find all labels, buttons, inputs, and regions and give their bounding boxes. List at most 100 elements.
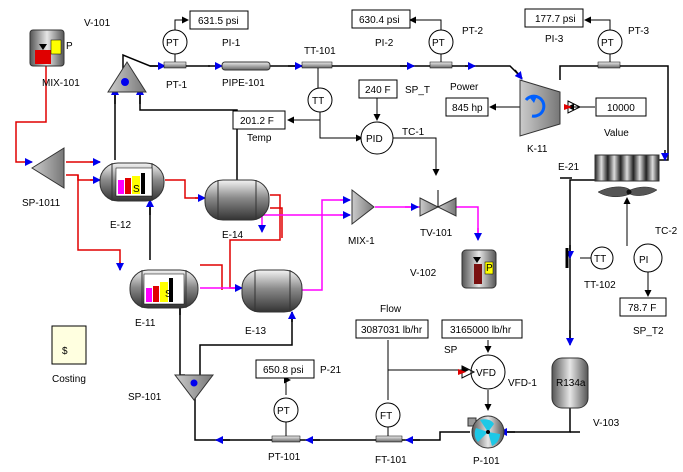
stream-v101-out <box>15 66 47 163</box>
pt2-tag: PT <box>432 38 445 49</box>
stream-p101-to-sp101 <box>194 395 470 441</box>
e12-s-tag: S <box>133 184 140 195</box>
pi3-value: 177.7 psi <box>535 14 576 25</box>
value-label: Value <box>604 128 629 139</box>
tt102-tag: TT <box>594 254 606 265</box>
sp-t2-readout[interactable]: 78.7 F <box>619 297 667 317</box>
vfd1-tag: VFD <box>476 368 496 379</box>
pi1-value: 631.5 psi <box>198 16 239 27</box>
tt101-transmitter[interactable]: TT <box>301 61 333 113</box>
stream-sp101-to-e13 <box>199 312 293 375</box>
tc1-label: TC-1 <box>402 127 425 138</box>
tc2-pi-controller[interactable]: PI <box>633 243 663 273</box>
p21-readout: 650.8 psi <box>255 359 315 379</box>
e11-s-tag: S <box>165 289 172 300</box>
pi1-readout: 631.5 psi <box>189 10 249 30</box>
v101-p-tag: P <box>66 41 73 52</box>
stream-e14-to-mix1 <box>261 214 350 230</box>
e14-exchanger[interactable] <box>204 179 270 221</box>
sp-label: SP <box>444 345 458 356</box>
stream-e13-to-mix1 <box>300 199 350 291</box>
value-input[interactable]: 10000 <box>595 97 647 117</box>
p101-label: P-101 <box>473 456 500 467</box>
sp1011-label: SP-1011 <box>22 198 61 209</box>
sp-t-readout[interactable]: 240 F <box>358 79 398 99</box>
pt2-label: PT-2 <box>462 26 484 37</box>
e14-label: E-14 <box>222 230 244 241</box>
v103-label: V-103 <box>593 418 620 429</box>
e21-air-cooler[interactable] <box>594 154 660 197</box>
tt102-transmitter[interactable]: TT <box>565 246 614 270</box>
pt1-label: PT-1 <box>166 80 188 91</box>
v103-receiver[interactable]: R134a <box>551 357 589 409</box>
v102-label: V-102 <box>410 268 437 279</box>
ft101-label: FT-101 <box>375 455 407 466</box>
tt102-label: TT-102 <box>584 280 616 291</box>
e13-exchanger[interactable] <box>241 269 303 313</box>
pi2-label: PI-2 <box>375 38 394 49</box>
v102-p-tag: P <box>486 263 493 274</box>
mix1-label: MIX-1 <box>348 236 375 247</box>
pi1-label: PI-1 <box>222 38 241 49</box>
e11-label: E-11 <box>135 318 156 329</box>
v103-tag: R134a <box>556 378 586 389</box>
sp1011-splitter[interactable] <box>31 147 65 189</box>
pt3-label: PT-3 <box>628 26 650 37</box>
stream-e11-red <box>200 264 223 290</box>
pt101-label: PT-101 <box>268 452 301 463</box>
pi3-label: PI-3 <box>545 34 564 45</box>
tc1-pid-controller[interactable]: PID <box>360 121 394 155</box>
ft101-tag: FT <box>380 411 392 422</box>
flow-label: Flow <box>380 304 402 315</box>
stream-e14-right <box>270 207 283 238</box>
p21-label: P-21 <box>320 365 342 376</box>
sp101-splitter[interactable] <box>173 374 215 401</box>
v101-tank[interactable]: P <box>29 29 73 67</box>
p101-pump[interactable] <box>467 415 505 449</box>
power-value: 845 hp <box>452 103 483 114</box>
temp-label: Temp <box>247 133 272 144</box>
pt1-transmitter[interactable]: PT <box>162 29 188 69</box>
temp-readout: 201.2 F <box>232 110 286 130</box>
pt2-transmitter[interactable]: PT <box>428 29 454 69</box>
flow-value: 3087031 lb/hr <box>361 325 423 336</box>
sp-flow-readout[interactable]: 3165000 lb/hr <box>441 319 523 339</box>
pipe101-segment[interactable] <box>221 61 271 71</box>
sp-t-label: SP_T <box>405 85 430 96</box>
pi2-value: 630.4 psi <box>359 15 400 26</box>
mix101-label: MIX-101 <box>42 78 80 89</box>
sp101-label: SP-101 <box>128 392 162 403</box>
p21-value: 650.8 psi <box>263 365 304 376</box>
e13-label: E-13 <box>245 326 267 337</box>
power-label: Power <box>450 82 479 93</box>
tt101-tag: TT <box>312 96 324 107</box>
k11-compressor[interactable] <box>519 79 561 137</box>
v102-tank[interactable]: P <box>461 249 497 289</box>
mix101-mixer[interactable] <box>107 61 147 93</box>
tv101-label: TV-101 <box>420 228 453 239</box>
costing-button[interactable]: $ <box>51 325 87 365</box>
costing-label: Costing <box>52 374 86 385</box>
ft101-transmitter[interactable]: FT <box>375 402 403 443</box>
vfd1-drive[interactable]: VFD <box>470 354 506 390</box>
e21-label: E-21 <box>558 162 580 173</box>
pt101-transmitter[interactable]: PT <box>271 397 301 443</box>
tc1-tag: PID <box>366 134 383 145</box>
stream-tv101-to-v102 <box>455 206 479 238</box>
tv101-valve[interactable] <box>419 190 457 217</box>
power-readout: 845 hp <box>445 97 489 117</box>
temp-value: 201.2 F <box>240 116 274 127</box>
pt1-tag: PT <box>166 38 179 49</box>
e11-exchanger[interactable]: S <box>129 269 199 309</box>
mix1-mixer[interactable] <box>351 188 375 226</box>
e12-exchanger[interactable]: S <box>99 162 165 202</box>
value-value: 10000 <box>607 103 635 114</box>
dollar-icon: $ <box>62 346 68 357</box>
sp-t2-value: 78.7 F <box>628 303 656 314</box>
k11-actuator-mark-icon <box>564 104 572 110</box>
pi3-readout: 177.7 psi <box>524 8 584 28</box>
pt3-transmitter[interactable]: PT <box>597 29 623 69</box>
stream-to-e11 <box>77 175 121 270</box>
sp-flow-value: 3165000 lb/hr <box>450 325 512 336</box>
e12-label: E-12 <box>110 220 132 231</box>
